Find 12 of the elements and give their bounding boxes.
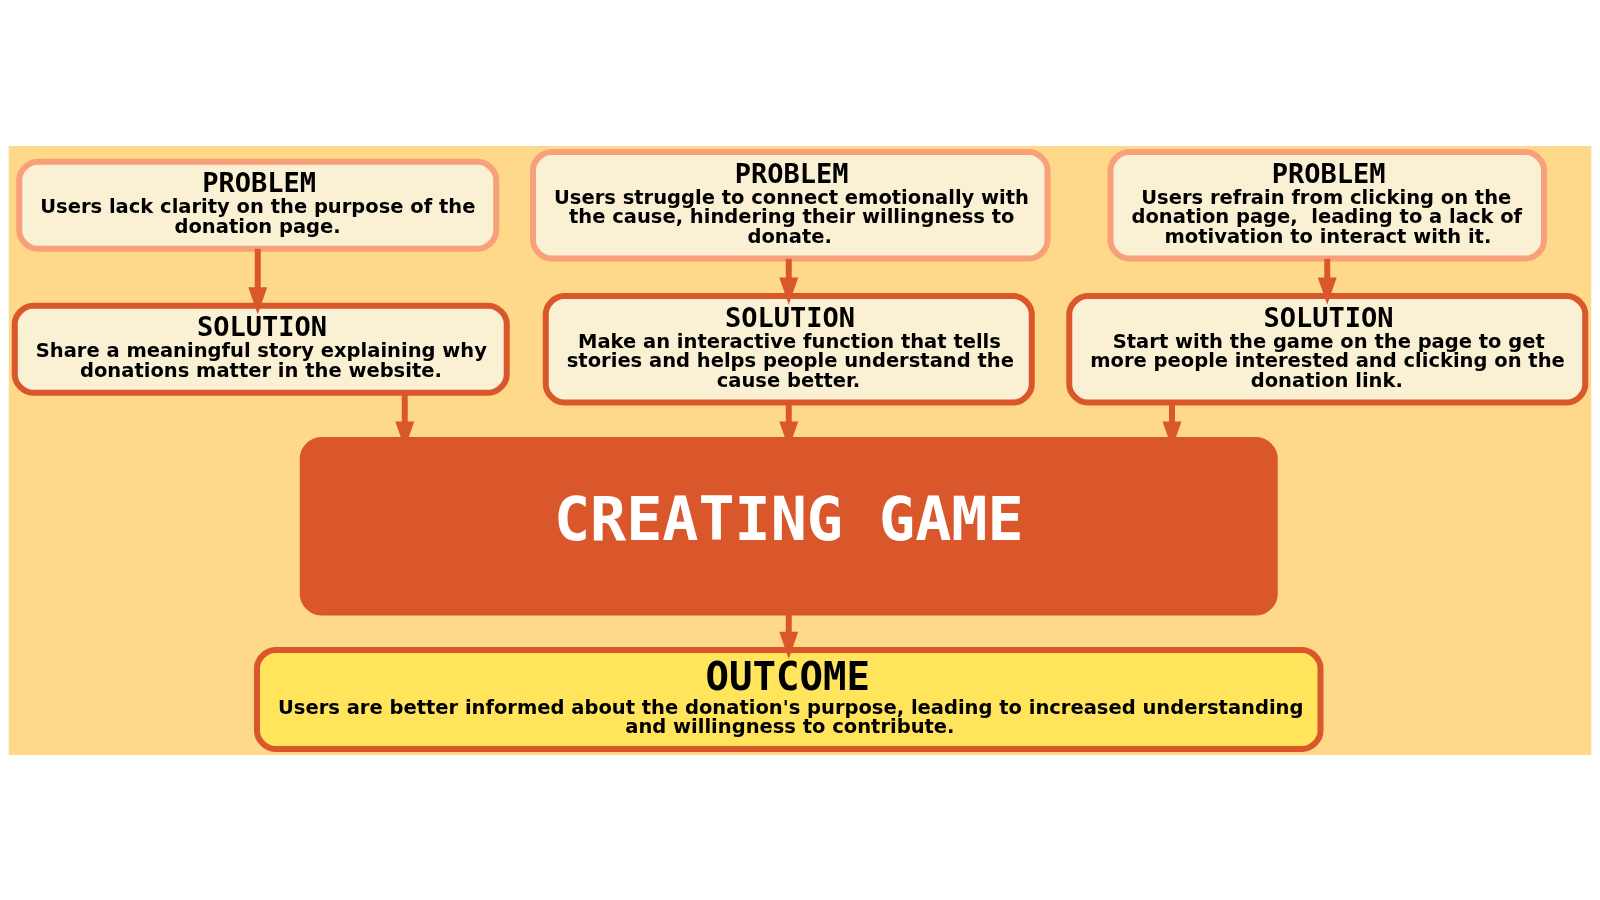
node-box: SOLUTION Make an interactive function that tells stories and helps people understand the cause better. (542, 292, 1035, 405)
node-box: SOLUTION Start with the game on the page to get more people interested and clicking on the donation link. (1066, 292, 1589, 405)
node-box: CREATING GAME (299, 436, 1278, 615)
arrow (779, 612, 799, 659)
node-box: PROBLEM Users struggle to connect emotionally with the cause, hindering their willingness to donate. (530, 148, 1051, 261)
node-box: OUTCOME Users are better informed about the donation's purpose, leading to increased understanding and willingness to contribute. (254, 646, 1324, 752)
arrow (779, 258, 799, 305)
arrow (1317, 258, 1337, 305)
node-box: PROBLEM Users lack clarity on the purpose of the donation page. (16, 158, 500, 252)
arrow (248, 248, 268, 314)
node-box: SOLUTION Share a meaningful story explaining why donations matter in the website. (11, 302, 510, 396)
node-box: PROBLEM Users refrain from clicking on the donation page, leading to a lack of motivation to interact with it. (1107, 148, 1547, 261)
